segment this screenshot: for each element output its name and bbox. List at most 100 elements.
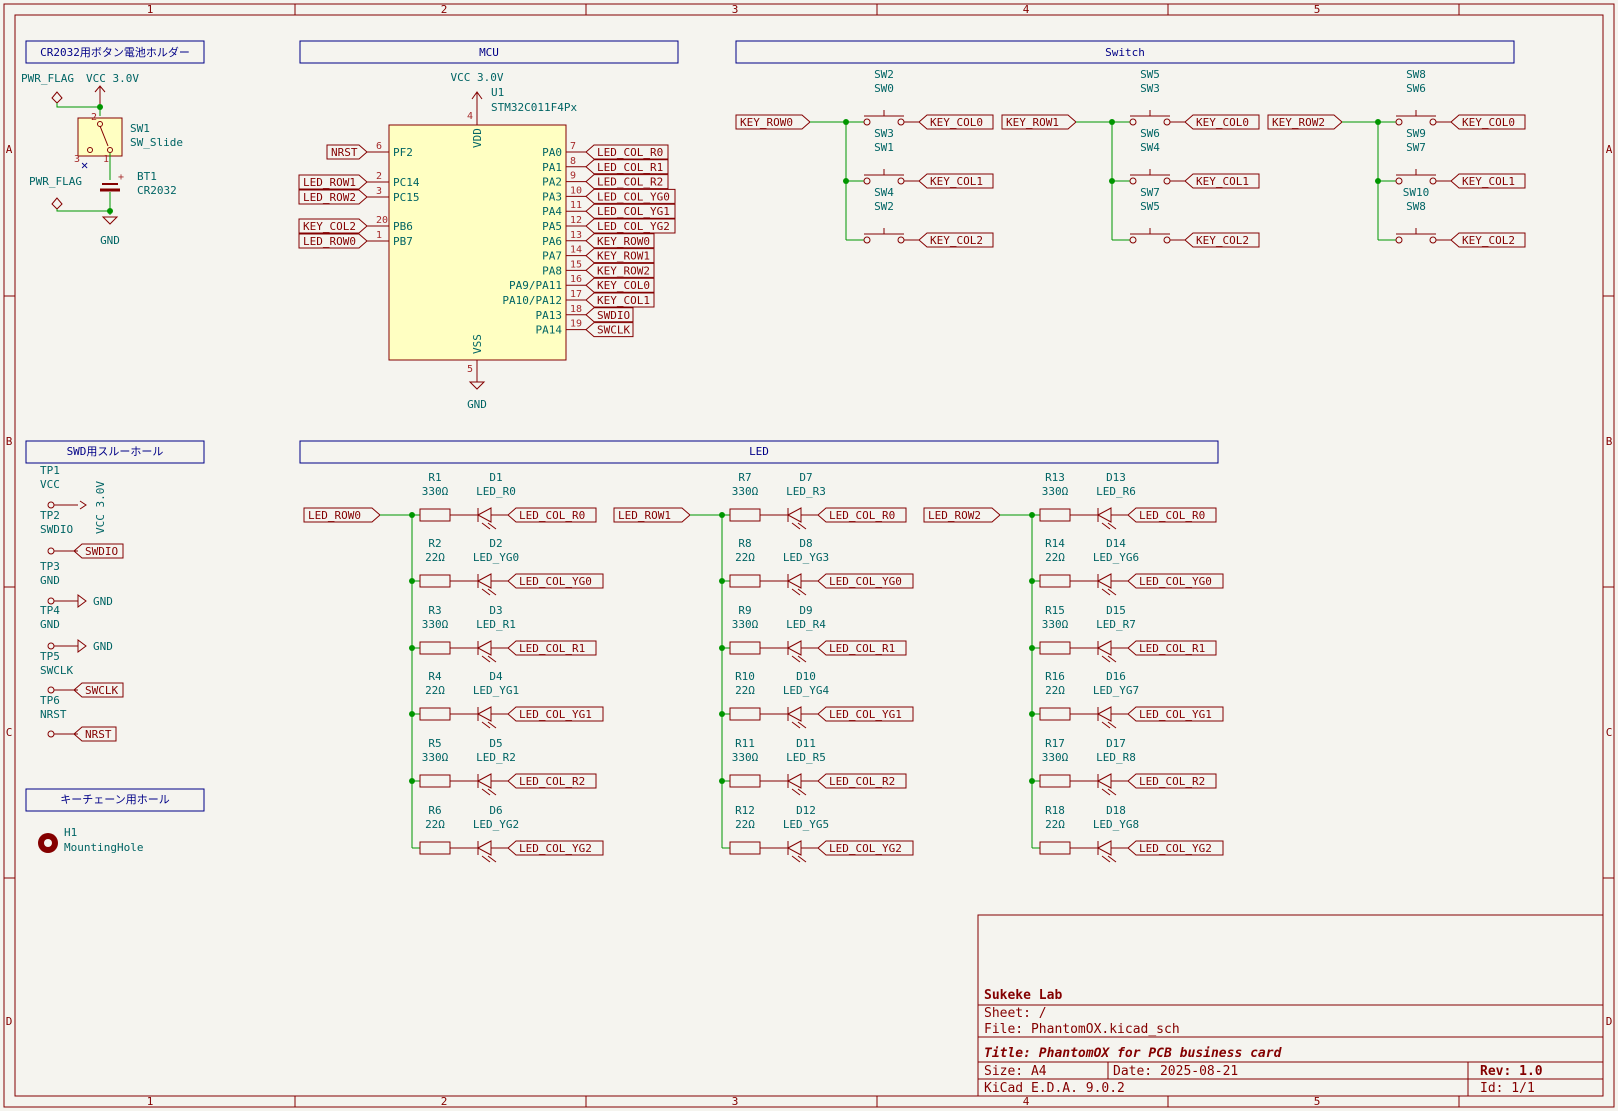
pin-number: 14 xyxy=(570,245,582,256)
net-label: KEY_COL1 xyxy=(930,175,983,188)
net-label: LED_ROW2 xyxy=(928,509,981,522)
testpoint-ref: TP2 xyxy=(40,509,60,522)
pin-name: PF2 xyxy=(393,146,413,159)
pin-number: 9 xyxy=(570,171,576,182)
switch-contact xyxy=(1163,236,1171,244)
gnd-symbol xyxy=(101,216,119,225)
testpoint-value: GND xyxy=(40,618,60,631)
switch-ref: SW3 xyxy=(874,127,894,140)
led-emission xyxy=(791,588,801,596)
pin-name: PA8 xyxy=(542,264,562,277)
resistor-value: 330Ω xyxy=(1042,751,1069,764)
mcu-gnd-label: GND xyxy=(467,398,487,411)
sw1-ref: SW1 xyxy=(130,122,150,135)
net-label: KEY_COL1 xyxy=(1196,175,1249,188)
svg-text:+: + xyxy=(118,172,124,183)
led-diode-icon xyxy=(1096,773,1112,789)
svg-text:3: 3 xyxy=(74,154,80,165)
power-section: PWR_FLAG VCC 3.0V 2 1 3 ✕ SW1 SW_Slide +… xyxy=(21,72,183,247)
col-label: 4 xyxy=(1023,3,1030,16)
switch-ref: SW2 xyxy=(874,68,894,81)
led-emission xyxy=(791,522,801,530)
mounting-hole: H1 MountingHole xyxy=(38,826,143,854)
switch-value: SW3 xyxy=(1140,82,1160,95)
net-label: KEY_ROW0 xyxy=(597,235,650,248)
svg-text:2: 2 xyxy=(91,112,97,123)
led-emission xyxy=(797,855,807,863)
vcc-symbol-label: VCC 3.0V xyxy=(86,72,139,85)
led-value: LED_YG7 xyxy=(1093,684,1139,697)
switch-value: SW1 xyxy=(874,141,894,154)
led-emission xyxy=(487,855,497,863)
net-label-outline xyxy=(585,248,655,264)
led-emission xyxy=(1101,721,1111,729)
switch-value: SW4 xyxy=(1140,141,1160,154)
led-diode-icon xyxy=(1096,507,1112,523)
net-label: KEY_COL1 xyxy=(1462,175,1515,188)
switch-contact xyxy=(863,177,871,185)
net-label: SWCLK xyxy=(85,684,118,697)
resistor-value: 22Ω xyxy=(1045,818,1065,831)
section-title-mcu: MCU xyxy=(479,46,499,59)
net-label-outline xyxy=(1127,840,1224,856)
testpoint-ref: TP5 xyxy=(40,650,60,663)
led-ref: D3 xyxy=(489,604,502,617)
section-headers: CR2032用ボタン電池ホルダー MCU Switch SWD用スルーホール L… xyxy=(25,40,1515,812)
resistor-body xyxy=(1039,574,1071,588)
switch-value: SW2 xyxy=(874,200,894,213)
resistor-ref: R9 xyxy=(738,604,751,617)
net-label: KEY_ROW1 xyxy=(597,250,650,263)
net-label-outline xyxy=(1127,573,1224,589)
led-emission xyxy=(481,588,491,596)
net-label-outline xyxy=(507,573,604,589)
sw1-value: SW_Slide xyxy=(130,136,183,149)
row-label: A xyxy=(1606,143,1613,156)
led-diode-icon xyxy=(1096,706,1112,722)
resistor-body xyxy=(419,508,451,522)
swd-section: VCC 3.0V TP1VCCTP2SWDIOSWDIOTP3GNDGNDTP4… xyxy=(40,464,124,742)
pin-number: 11 xyxy=(570,200,582,211)
led-diode-icon xyxy=(476,706,492,722)
resistor-value: 22Ω xyxy=(425,818,445,831)
resistor-ref: R3 xyxy=(428,604,441,617)
resistor-ref: R6 xyxy=(428,804,441,817)
switch-value: SW0 xyxy=(874,82,894,95)
net-label-outline xyxy=(585,322,634,338)
net-label: LED_COL_YG2 xyxy=(829,842,902,855)
vss-pin-label: VSS xyxy=(471,334,484,354)
led-ref: D11 xyxy=(796,737,816,750)
net-label-outline xyxy=(73,682,124,698)
net-label: KEY_COL2 xyxy=(1462,234,1515,247)
resistor-ref: R7 xyxy=(738,471,751,484)
resistor-body xyxy=(1039,774,1071,788)
net-label: LED_COL_YG2 xyxy=(519,842,592,855)
testpoint-ref: TP3 xyxy=(40,560,60,573)
net-label-outline xyxy=(1450,232,1526,248)
pin-number: 10 xyxy=(570,185,582,196)
net-label: NRST xyxy=(331,146,358,159)
h1-ref: H1 xyxy=(64,826,77,839)
led-ref: D16 xyxy=(1106,670,1126,683)
resistor-ref: R13 xyxy=(1045,471,1065,484)
net-label-outline xyxy=(298,218,368,234)
net-label-outline xyxy=(585,144,669,160)
net-label: LED_ROW1 xyxy=(618,509,671,522)
net-label-outline xyxy=(1184,114,1260,130)
led-value: LED_YG6 xyxy=(1093,551,1139,564)
net-label-outline xyxy=(1127,706,1224,722)
net-label-outline xyxy=(303,507,381,523)
resistor-value: 330Ω xyxy=(732,485,759,498)
switch-ref: SW10 xyxy=(1403,186,1430,199)
net-label-outline xyxy=(585,262,655,278)
testpoint-ref: TP6 xyxy=(40,694,60,707)
switch-ref: SW5 xyxy=(1140,68,1160,81)
gnd-label: GND xyxy=(93,595,113,608)
resistor-ref: R10 xyxy=(735,670,755,683)
led-ref: D5 xyxy=(489,737,502,750)
led-diode-icon xyxy=(786,640,802,656)
led-ref: D9 xyxy=(799,604,812,617)
resistor-body xyxy=(729,707,761,721)
switch-contact xyxy=(1129,177,1137,185)
resistor-ref: R8 xyxy=(738,537,751,550)
resistor-value: 22Ω xyxy=(425,684,445,697)
